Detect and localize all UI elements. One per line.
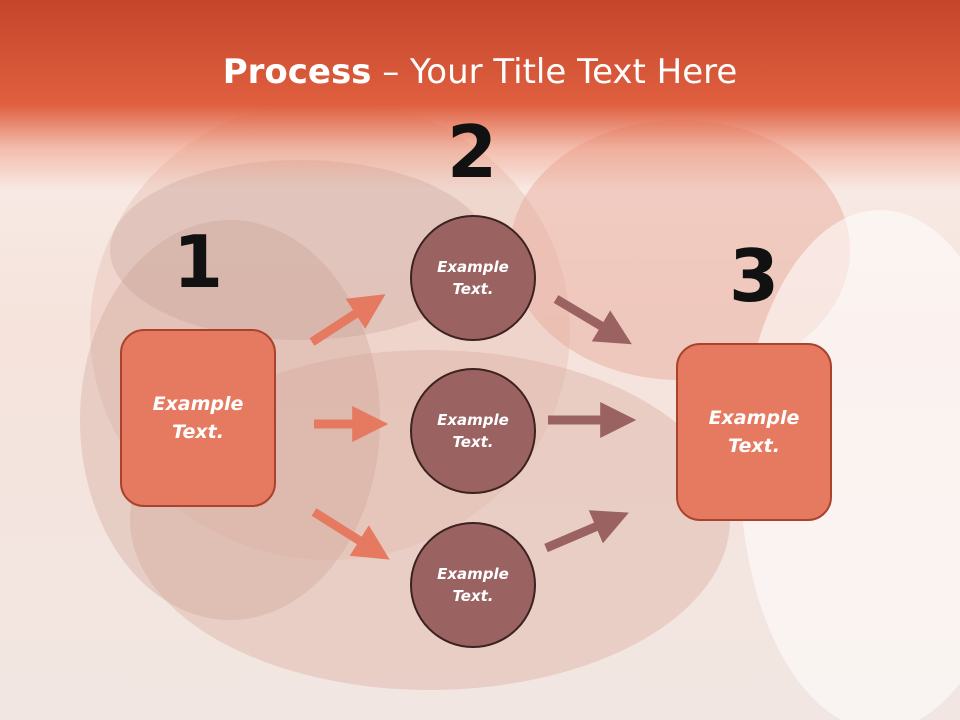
step-1-box: Example Text. <box>120 329 276 507</box>
node-bottom-label-line1: Example <box>437 564 509 583</box>
step-3-box: Example Text. <box>676 343 832 521</box>
node-top-label-line1: Example <box>437 257 509 276</box>
node-bottom-label: Example Text. <box>437 563 509 608</box>
step-3-label-line2: Text. <box>728 435 780 457</box>
step-number-1: 1 <box>172 220 224 304</box>
step-1-label-line1: Example <box>152 392 244 415</box>
arrow-2-bottom-to-3 <box>544 510 629 553</box>
node-middle-label: Example Text. <box>437 409 509 454</box>
node-middle-label-line2: Text. <box>452 433 494 451</box>
step-1-label-line2: Text. <box>172 421 224 443</box>
title-bold: Process <box>222 52 372 92</box>
title-rest: – Your Title Text Here <box>382 52 738 92</box>
step-3-label: Example Text. <box>709 404 800 461</box>
node-top-label: Example Text. <box>437 256 509 301</box>
title-band <box>0 0 960 190</box>
arrow-1-to-2-top <box>309 294 386 346</box>
step-number-2: 2 <box>446 110 498 194</box>
step-2-node-bottom: Example Text. <box>410 522 536 648</box>
arrow-2-top-to-3 <box>553 295 632 345</box>
step-2-node-top: Example Text. <box>410 215 536 341</box>
step-2-node-middle: Example Text. <box>410 368 536 494</box>
slide-title: Process – Your Title Text Here <box>0 52 960 92</box>
node-middle-label-line1: Example <box>437 410 509 429</box>
step-3-label-line1: Example <box>708 406 800 429</box>
arrow-1-to-2-bottom <box>311 508 390 560</box>
step-number-3: 3 <box>728 234 780 318</box>
step-1-label: Example Text. <box>153 390 244 447</box>
node-bottom-label-line2: Text. <box>452 587 494 605</box>
node-top-label-line2: Text. <box>452 280 494 298</box>
